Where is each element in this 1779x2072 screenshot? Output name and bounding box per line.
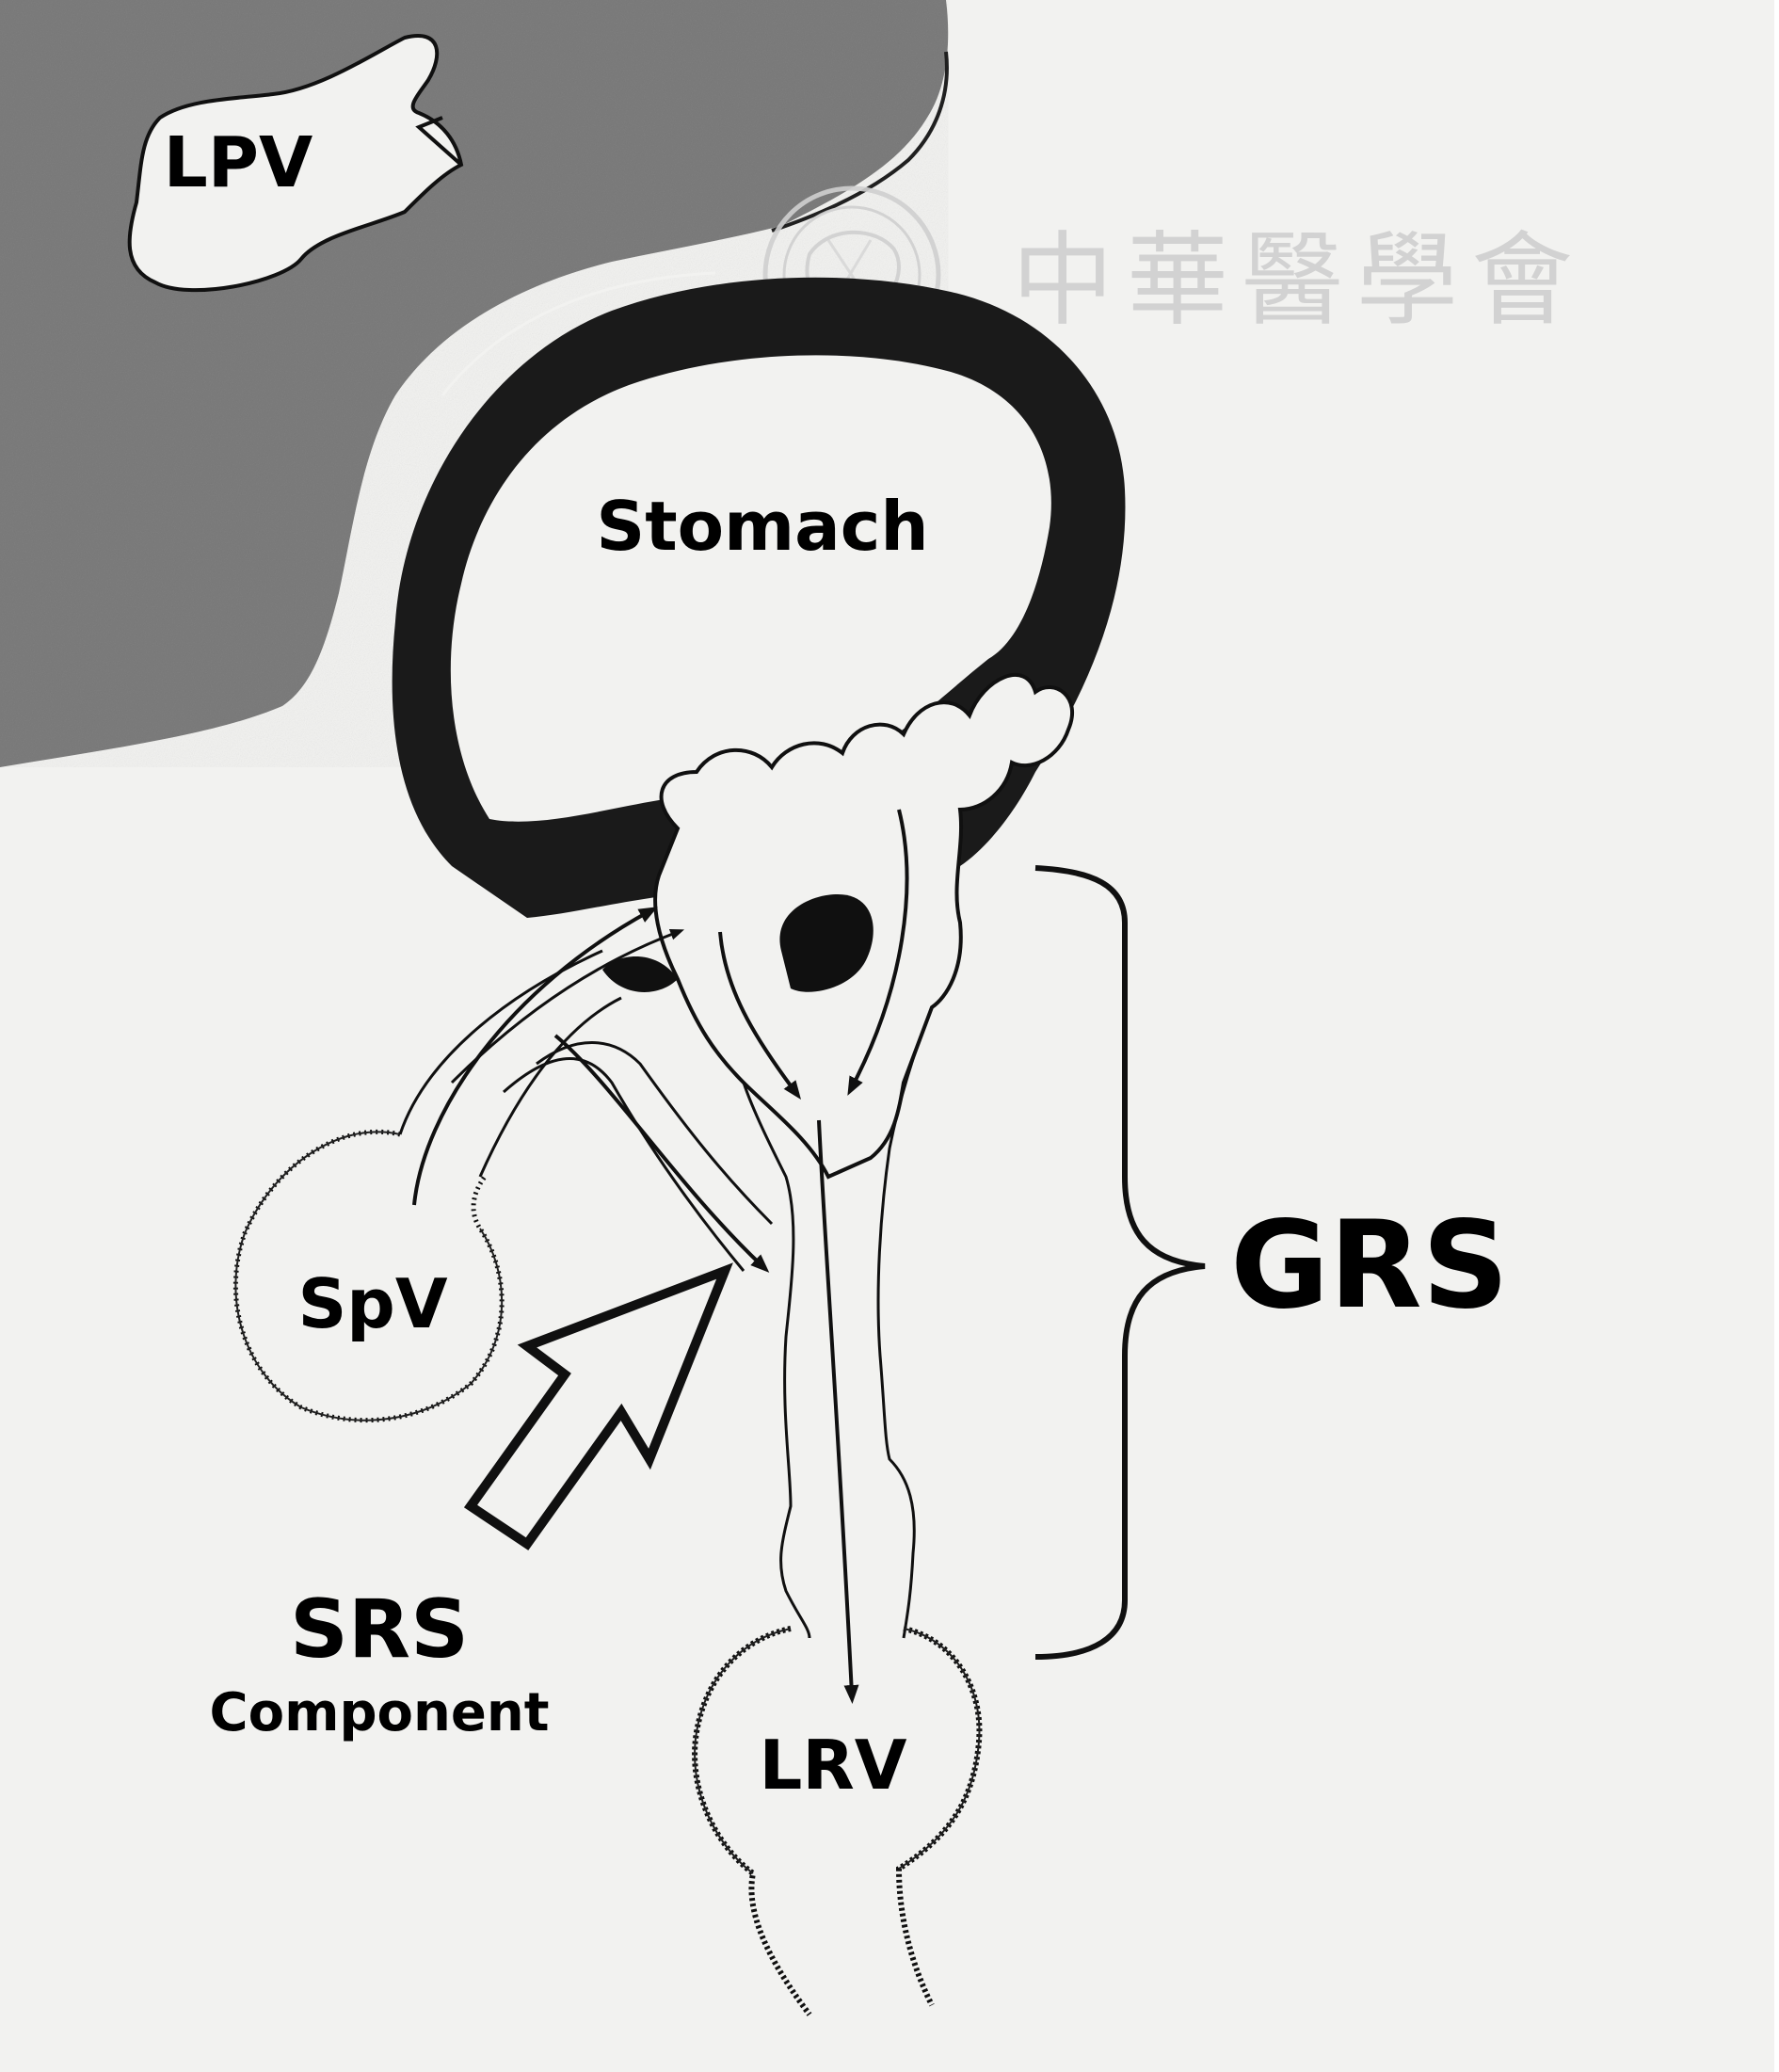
watermark-characters: 中華醫學會 <box>1012 222 1586 340</box>
flow-arrow-srs <box>553 1034 770 1273</box>
srs-pointer-arrow <box>463 1262 733 1550</box>
grs-channel <box>742 1006 934 1639</box>
stomach-outer-rim <box>441 271 716 396</box>
flow-arrow-varix-left <box>718 931 801 1100</box>
label-lrv: LRV <box>759 1726 906 1805</box>
varix-thrombus <box>779 894 873 992</box>
label-component: Component <box>210 1682 550 1743</box>
spv-outline <box>234 1131 504 1421</box>
stomach-lumen <box>450 355 1051 822</box>
flow-arrow-spv-up-2 <box>450 929 685 1084</box>
flow-arrow-main-grs <box>817 1119 859 1704</box>
label-spv: SpV <box>297 1264 447 1343</box>
varix-dark-wedge <box>602 956 678 992</box>
flow-arrow-varix-right <box>847 809 909 1096</box>
liver-edge <box>771 51 949 233</box>
lpv-notch <box>415 116 463 167</box>
srs-channel <box>503 1041 774 1272</box>
label-srs: SRS <box>290 1582 469 1677</box>
label-lpv: LPV <box>164 122 313 203</box>
label-grs: GRS <box>1230 1196 1509 1336</box>
lpv-vessel <box>127 34 464 293</box>
label-stomach: Stomach <box>596 487 928 566</box>
grs-brace <box>1034 865 1206 1660</box>
lrv-inner <box>694 1628 981 1874</box>
